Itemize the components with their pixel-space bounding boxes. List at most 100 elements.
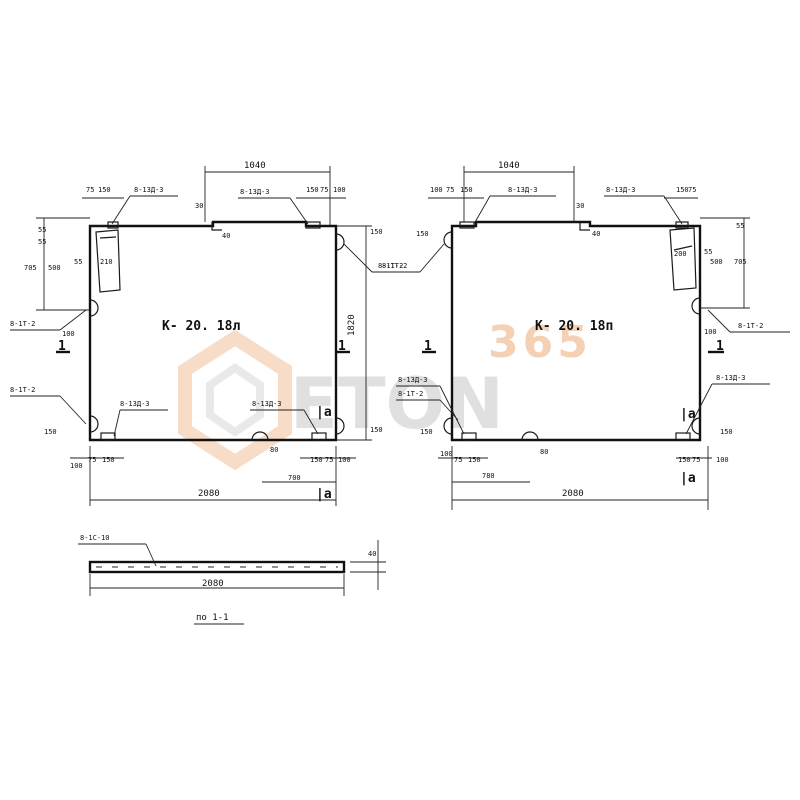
right-panel: 1040 100 75 150 30 40 150 75 55 705 500 … — [374, 161, 790, 510]
svg-text:75: 75 — [88, 456, 96, 464]
left-loop-3-icon — [335, 233, 345, 251]
watermark: 365 ETON — [178, 317, 592, 471]
watermark-number: 365 — [488, 317, 592, 368]
left-loop-5-icon — [251, 431, 269, 441]
right-section-mark-right: 1 — [716, 339, 724, 354]
svg-text:75: 75 — [454, 456, 462, 464]
svg-text:40: 40 — [222, 232, 230, 240]
right-loop-2-icon — [443, 417, 453, 435]
right-top-span: 1040 — [498, 161, 520, 171]
section-view: 2080 40 8-1С-10 по 1-1 — [78, 534, 386, 625]
right-loop-5-icon — [521, 431, 539, 441]
svg-text:150: 150 — [678, 456, 691, 464]
svg-text:200: 200 — [674, 250, 687, 258]
svg-text:100: 100 — [430, 186, 443, 194]
svg-text:8-13Д-3: 8-13Д-3 — [120, 400, 150, 408]
svg-text:75: 75 — [688, 186, 696, 194]
svg-text:8-13Д-3: 8-13Д-3 — [240, 188, 270, 196]
right-axis-mark-bottom: |а — [680, 471, 696, 486]
left-axis-mark: |а — [316, 405, 332, 420]
section-callout: 8-1С-10 — [80, 534, 110, 542]
left-plate-1 — [100, 432, 116, 441]
svg-text:100: 100 — [70, 462, 83, 470]
svg-text:30: 30 — [576, 202, 584, 210]
svg-text:100: 100 — [333, 186, 346, 194]
right-plate-2 — [675, 432, 691, 441]
svg-text:150: 150 — [310, 456, 323, 464]
left-section-mark: 1 — [58, 339, 66, 354]
svg-text:8-1Т-2: 8-1Т-2 — [10, 320, 35, 328]
right-section-mark: 1 — [424, 339, 432, 354]
svg-text:150: 150 — [306, 186, 319, 194]
section-title: по 1-1 — [196, 613, 229, 623]
left-panel-height: 1820 — [347, 314, 357, 336]
svg-text:55: 55 — [704, 248, 712, 256]
svg-text:8-13Д-3: 8-13Д-3 — [508, 186, 538, 194]
svg-text:210: 210 — [100, 258, 113, 266]
section-thickness: 40 — [368, 550, 376, 558]
left-panel-opening — [95, 229, 121, 293]
svg-text:75: 75 — [446, 186, 454, 194]
svg-text:100: 100 — [440, 450, 453, 458]
right-loop-3-icon — [691, 297, 701, 315]
svg-text:150: 150 — [676, 186, 689, 194]
svg-text:55: 55 — [38, 238, 46, 246]
svg-text:8-13Д-3: 8-13Д-3 — [716, 374, 746, 382]
left-total-width: 2080 — [198, 489, 220, 499]
svg-text:780: 780 — [482, 472, 495, 480]
left-top-span: 1040 — [244, 161, 266, 171]
left-section-mark-right: 1 — [338, 339, 346, 354]
svg-text:8-1Т-2: 8-1Т-2 — [738, 322, 763, 330]
svg-text:100: 100 — [716, 456, 729, 464]
watermark-word: ETON — [290, 363, 504, 445]
right-panel-mark: К- 20. 18п — [535, 319, 613, 334]
svg-text:150: 150 — [44, 428, 57, 436]
svg-text:55: 55 — [736, 222, 744, 230]
left-loop-2-icon — [89, 415, 99, 433]
svg-text:40: 40 — [592, 230, 600, 238]
svg-text:500: 500 — [48, 264, 61, 272]
svg-text:55: 55 — [74, 258, 82, 266]
svg-text:150: 150 — [416, 230, 429, 238]
svg-text:150: 150 — [370, 228, 383, 236]
svg-text:8-1Т-2: 8-1Т-2 — [398, 390, 423, 398]
svg-text:150: 150 — [420, 428, 433, 436]
svg-text:8-1Т-2: 8-1Т-2 — [378, 262, 403, 270]
svg-text:75: 75 — [325, 456, 333, 464]
svg-text:8-13Д-3: 8-13Д-3 — [134, 186, 164, 194]
right-loop-4-icon — [691, 417, 701, 435]
svg-text:150: 150 — [720, 428, 733, 436]
svg-text:75: 75 — [86, 186, 94, 194]
svg-text:75: 75 — [692, 456, 700, 464]
svg-text:8-13Д-3: 8-13Д-3 — [606, 186, 636, 194]
right-plate-1 — [461, 432, 477, 441]
svg-text:500: 500 — [710, 258, 723, 266]
watermark-logo-icon — [178, 329, 292, 471]
svg-text:705: 705 — [734, 258, 747, 266]
svg-text:8-13Д-3: 8-13Д-3 — [252, 400, 282, 408]
svg-text:100: 100 — [704, 328, 717, 336]
svg-text:75: 75 — [320, 186, 328, 194]
svg-text:8-13Д-3: 8-13Д-3 — [398, 376, 428, 384]
left-loop-1-icon — [89, 299, 99, 317]
svg-text:100: 100 — [338, 456, 351, 464]
left-plate-2 — [311, 432, 327, 441]
section-slab — [88, 560, 346, 574]
svg-text:55: 55 — [38, 226, 46, 234]
svg-text:100: 100 — [62, 330, 75, 338]
right-panel-outline — [450, 220, 702, 442]
svg-text:150: 150 — [460, 186, 473, 194]
right-total-width: 2080 — [562, 489, 584, 499]
svg-text:80: 80 — [540, 448, 548, 456]
left-axis-mark-bottom: |а — [316, 487, 332, 502]
svg-text:150: 150 — [102, 456, 115, 464]
svg-text:8-1Т-2: 8-1Т-2 — [382, 262, 407, 270]
svg-text:8-1Т-2: 8-1Т-2 — [10, 386, 35, 394]
svg-text:150: 150 — [370, 426, 383, 434]
svg-text:30: 30 — [195, 202, 203, 210]
right-loop-1-icon — [443, 231, 453, 249]
left-loop-4-icon — [335, 417, 345, 435]
svg-text:705: 705 — [24, 264, 37, 272]
section-length: 2080 — [202, 579, 224, 589]
